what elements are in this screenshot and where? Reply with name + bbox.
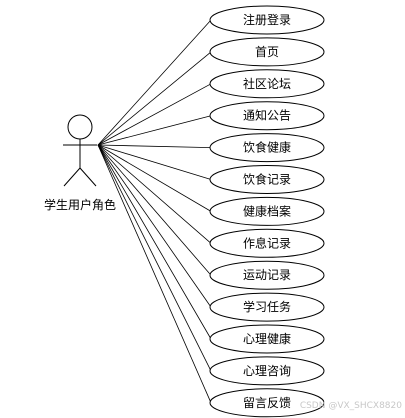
use-case-ellipse [209, 165, 325, 194]
actor-left-leg [63, 167, 81, 187]
association-line [97, 144, 212, 372]
use-case-ellipse [209, 133, 325, 163]
association-lines [97, 19, 212, 403]
use-case-ellipse [209, 228, 325, 258]
use-case-label: 留言反馈 [243, 396, 291, 410]
association-line [97, 144, 212, 244]
association-line [97, 51, 212, 146]
association-line [97, 115, 212, 146]
use-case: 心理健康 [209, 324, 325, 354]
use-case-label: 注册登录 [243, 12, 291, 27]
use-case-ellipse [209, 388, 325, 418]
association-line [97, 144, 212, 148]
use-case-ellipse [209, 356, 325, 386]
use-case-ellipse [209, 5, 325, 35]
use-case: 饮食健康 [209, 133, 325, 163]
use-case: 心理咨询 [209, 356, 325, 386]
association-line [97, 144, 212, 276]
use-case-label: 运动记录 [243, 268, 291, 282]
use-case-label: 饮食记录 [243, 172, 291, 187]
use-case: 留言反馈 [209, 388, 325, 418]
use-case-label: 饮食健康 [243, 140, 291, 155]
use-case-ellipse [209, 292, 325, 322]
association-line [97, 144, 212, 212]
use-case: 学习任务 [209, 292, 325, 322]
association-line [97, 144, 212, 308]
use-case: 社区论坛 [209, 69, 325, 99]
use-case: 首页 [209, 37, 325, 67]
use-case: 通知公告 [209, 101, 325, 131]
use-case: 运动记录 [209, 260, 325, 290]
actor-label: 学生用户角色 [44, 197, 116, 212]
use-case-ellipse [209, 324, 325, 354]
actor-right-leg [79, 167, 97, 187]
use-case-label: 心理健康 [243, 331, 291, 346]
use-case-list: 注册登录首页社区论坛通知公告饮食健康饮食记录健康档案作息记录运动记录学习任务心理… [209, 5, 325, 418]
watermark: CSDN @VX_SHCX8820 [300, 401, 402, 411]
use-case-label: 社区论坛 [243, 76, 291, 91]
use-case-label: 心理咨询 [243, 363, 291, 378]
use-case-label: 健康档案 [243, 203, 291, 218]
use-case: 饮食记录 [209, 165, 325, 194]
use-case: 健康档案 [209, 196, 325, 226]
use-case-ellipse [209, 69, 325, 99]
use-case-ellipse [209, 260, 325, 290]
use-case-ellipse [209, 196, 325, 226]
association-line [97, 83, 212, 146]
use-case: 注册登录 [209, 5, 325, 35]
association-line [97, 144, 212, 180]
actor-figure: 学生用户角色 [44, 114, 116, 212]
use-case: 作息记录 [209, 228, 325, 258]
use-case-label: 通知公告 [243, 109, 291, 123]
association-line [97, 144, 212, 340]
association-line [97, 144, 212, 403]
use-case-label: 作息记录 [243, 235, 291, 250]
use-case-ellipse [209, 101, 325, 131]
actor-head [67, 114, 93, 140]
association-line [97, 19, 212, 146]
use-case-label: 学习任务 [243, 299, 291, 314]
use-case-label: 首页 [255, 45, 279, 59]
use-case-ellipse [209, 37, 325, 67]
